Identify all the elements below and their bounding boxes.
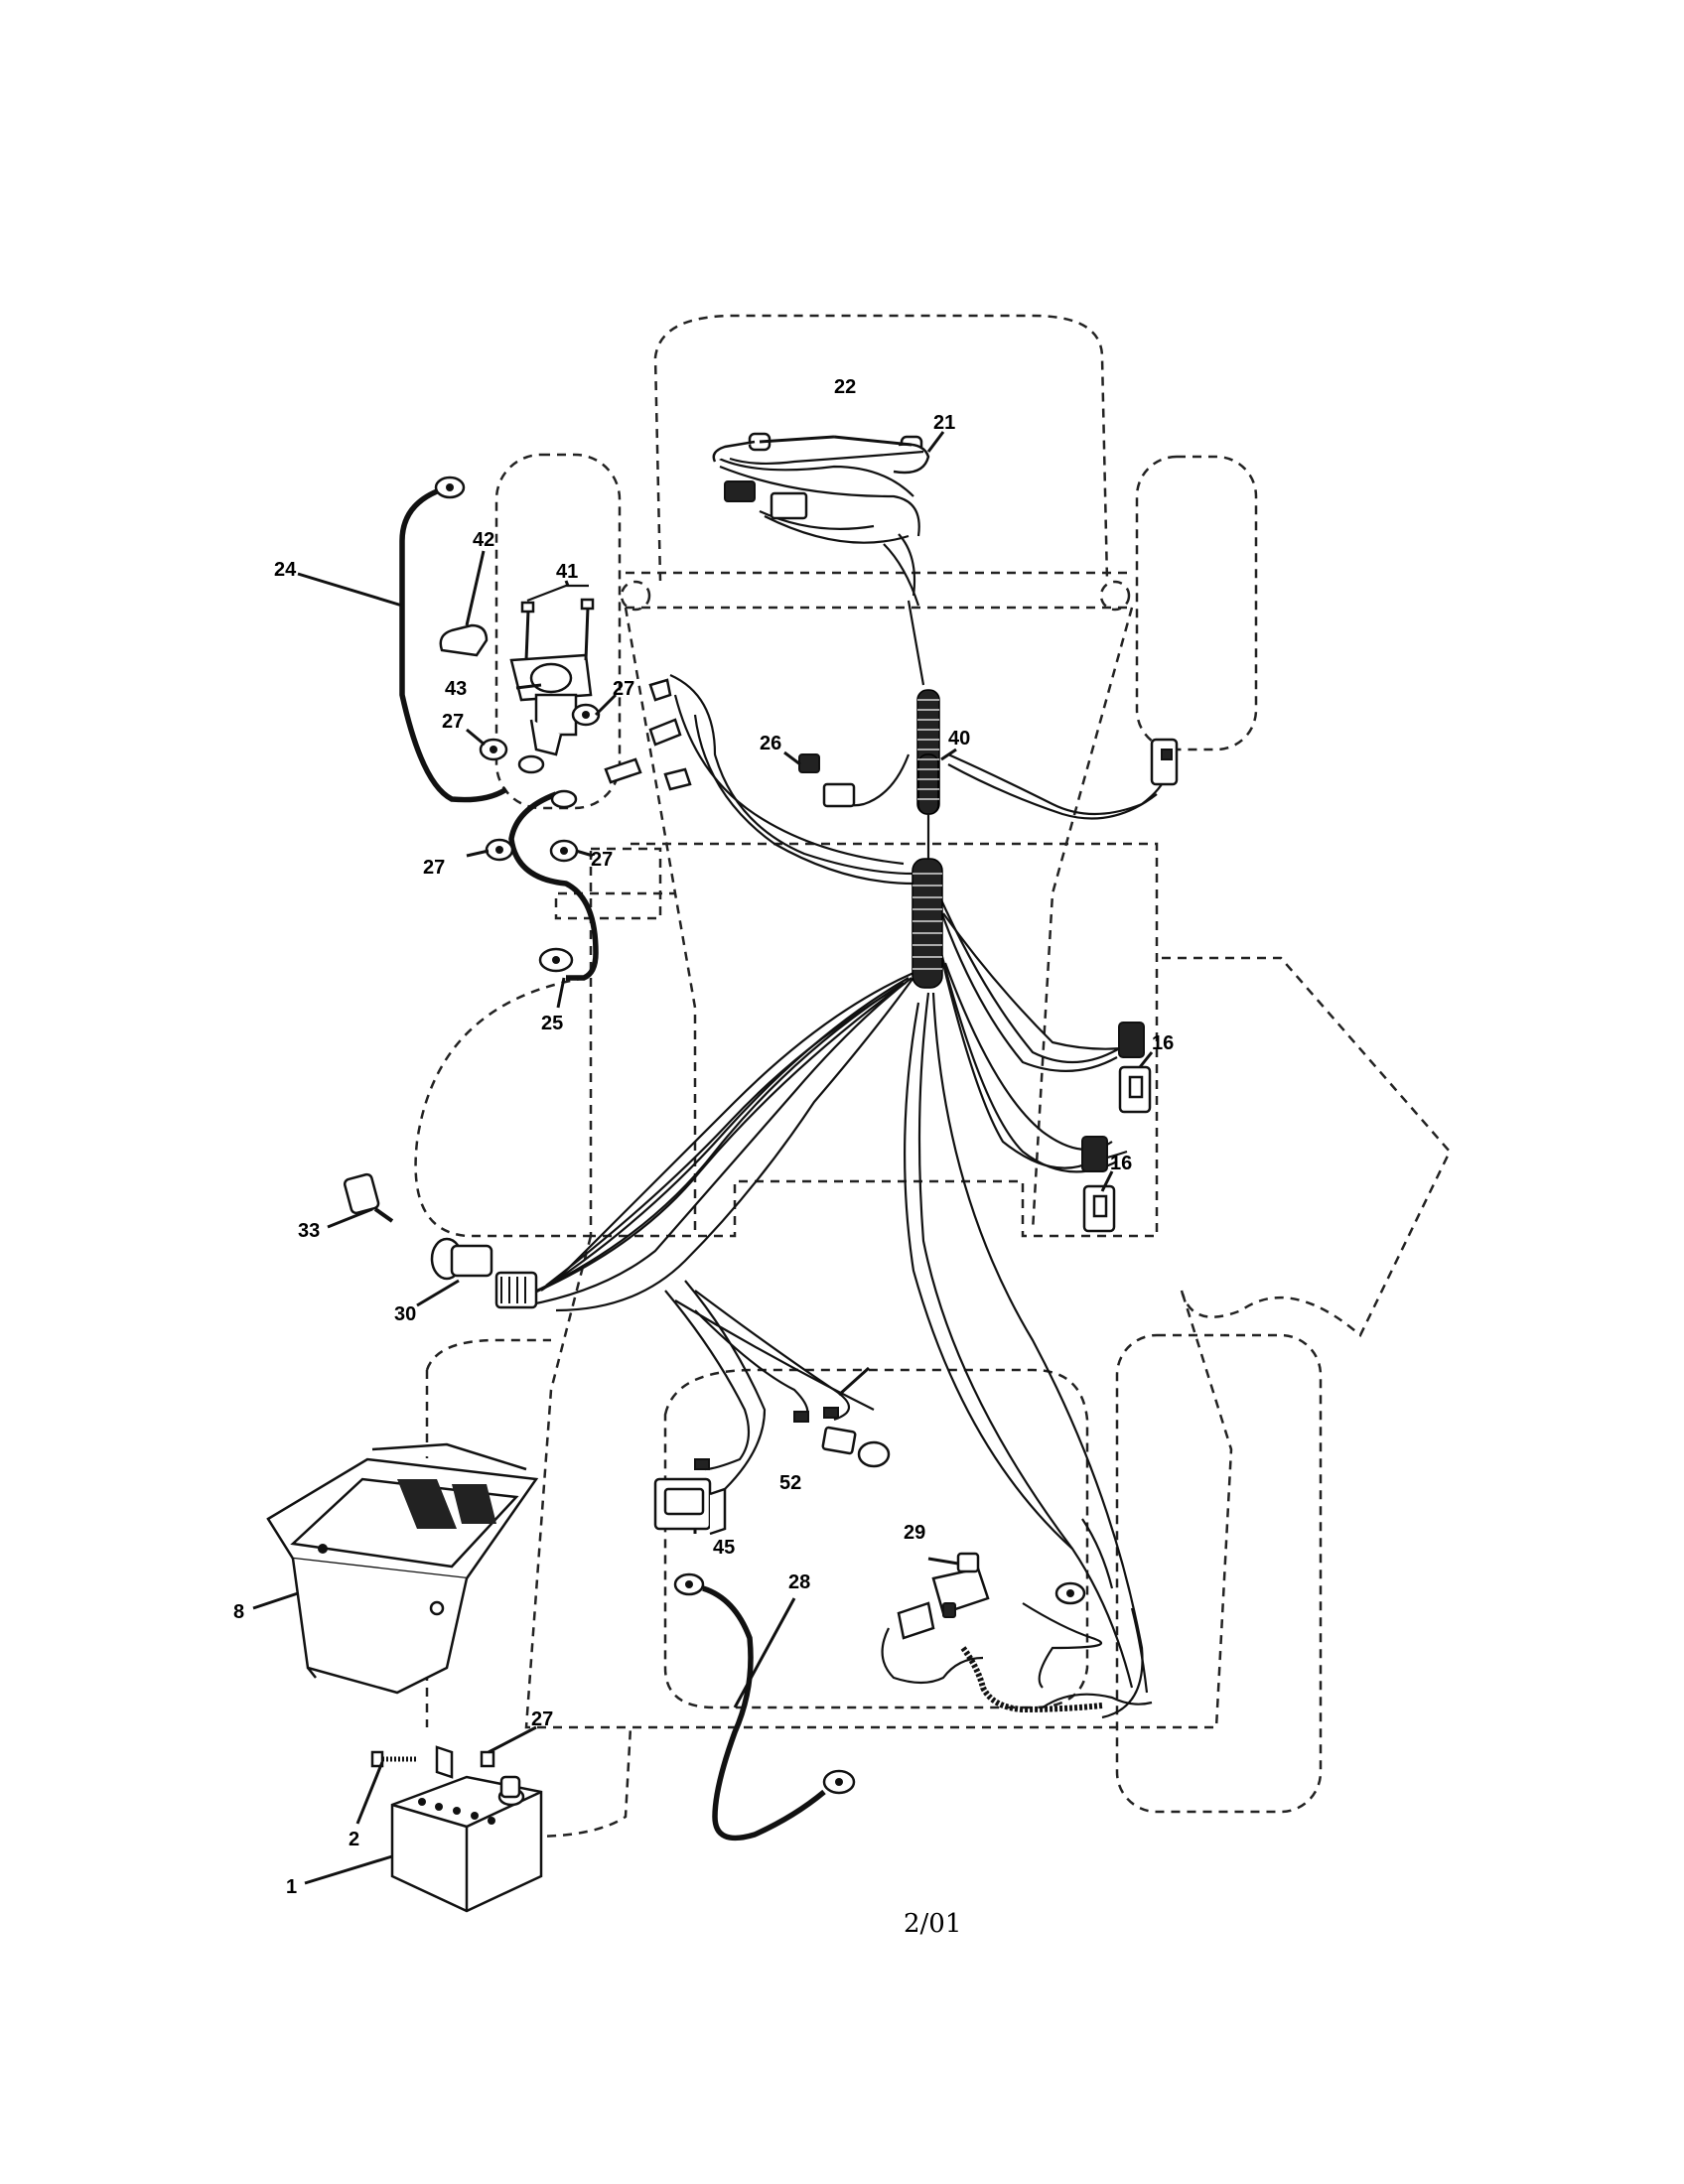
callout-45: 45: [713, 1537, 735, 1559]
switch-16-bottom: [1081, 1136, 1116, 1233]
harness-loom-40: [912, 689, 943, 989]
callout-8: 8: [233, 1601, 244, 1623]
callout-43: 43: [445, 678, 467, 700]
ring-terminal-28: [822, 1769, 856, 1795]
callout-33: 33: [298, 1220, 320, 1242]
date-code: 2/01: [904, 1909, 961, 1939]
battery-bolt-2: [370, 1745, 454, 1779]
hour-meter-45: [653, 1477, 727, 1536]
callout-2: 2: [349, 1829, 359, 1850]
callout-40: 40: [948, 728, 970, 750]
callout-1: 1: [286, 1876, 297, 1898]
callout-28: 28: [788, 1571, 810, 1593]
callout-24: 24: [274, 559, 297, 581]
callout-16-top: 16: [1152, 1032, 1174, 1054]
callout-27-right-top: 27: [613, 678, 634, 700]
battery-1: [390, 1775, 543, 1913]
callout-27-left: 27: [442, 711, 464, 733]
wiring-harness: [515, 456, 1169, 1719]
connector-terminals: [604, 678, 692, 791]
callout-26: 26: [760, 733, 781, 754]
callout-22: 22: [834, 376, 856, 398]
callout-27-battery: 27: [531, 1708, 553, 1730]
seat-switch-29: [897, 1552, 990, 1640]
solenoid-43: [509, 653, 593, 756]
ignition-key-33: [343, 1172, 394, 1223]
boot-42: [439, 623, 489, 657]
callout-29: 29: [904, 1522, 925, 1544]
nuts-27: [479, 703, 601, 863]
tractor-outline: [414, 314, 1452, 1839]
headlight-harness-21: [724, 450, 924, 520]
battery-nut-27: [480, 1750, 495, 1768]
callout-41: 41: [556, 561, 578, 583]
cable-25: [508, 791, 599, 981]
bolts-41: [520, 584, 595, 661]
ring-terminal-24: [434, 476, 466, 499]
callout-labels: 1 2 8 16 16 21 22 24 25 26 27 27 27 27 2…: [233, 376, 1174, 1898]
coiled-wire: [960, 1646, 1103, 1713]
callout-16-bottom: 16: [1110, 1153, 1132, 1174]
connector-26: [798, 753, 856, 808]
lamp-52: [694, 1407, 891, 1470]
callout-21: 21: [933, 412, 955, 434]
callout-52: 52: [779, 1472, 801, 1494]
ignition-switch-30: [430, 1237, 538, 1309]
ground-cable-28: [702, 1585, 826, 1842]
ring-terminals-rear: [673, 1572, 1086, 1605]
ring-terminal-25: [538, 947, 574, 973]
callout-30: 30: [394, 1303, 416, 1325]
battery-cable-24: [399, 488, 508, 803]
leader-lines: [252, 431, 1154, 1885]
callout-25: 25: [541, 1013, 563, 1034]
callout-27-bottom-left: 27: [423, 857, 445, 879]
callout-27-bottom-right: 27: [591, 849, 613, 871]
switch-16-top: [1118, 1022, 1152, 1114]
battery-box-8: [266, 1442, 539, 1695]
connector-right: [1150, 738, 1179, 786]
callout-42: 42: [473, 529, 494, 551]
